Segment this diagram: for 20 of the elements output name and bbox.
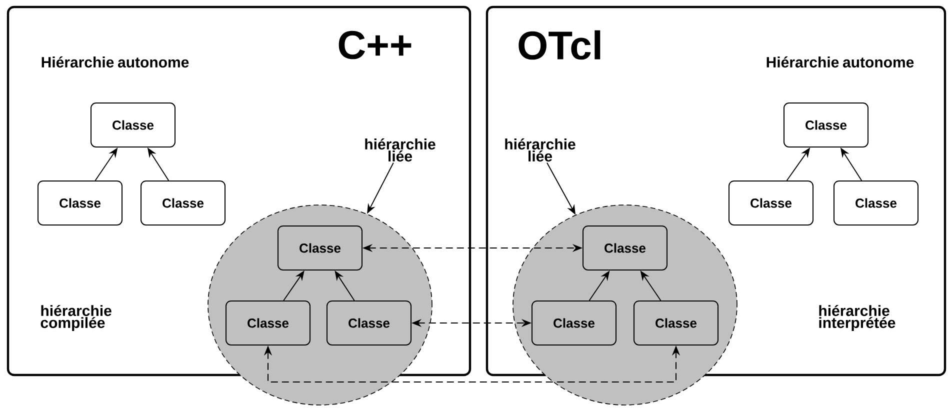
annotation-text: hiérarchie liée [365, 138, 436, 162]
class-box: Classe [278, 226, 362, 270]
class-box: Classe [90, 102, 176, 148]
language-title: OTcl [518, 30, 600, 60]
class-box: Classe [38, 180, 123, 226]
section-heading: Hiérarchie autonome [42, 56, 189, 68]
class-box: Classe [582, 226, 668, 270]
section-heading: Hiérarchie autonome [766, 56, 914, 68]
class-box: Classe [326, 300, 412, 346]
section-label: hiérarchie interprétée [819, 304, 896, 332]
class-box: Classe [784, 102, 868, 148]
class-box: Classe [226, 300, 311, 346]
annotation-text: hiérarchie liée [505, 138, 576, 162]
language-title: C++ [338, 30, 412, 60]
class-box: Classe [834, 180, 918, 226]
section-label: hiérarchie compilée [40, 304, 112, 332]
class-box: Classe [532, 300, 616, 346]
class-box: Classe [140, 180, 226, 226]
class-box: Classe [634, 300, 718, 346]
class-box: Classe [728, 180, 814, 226]
